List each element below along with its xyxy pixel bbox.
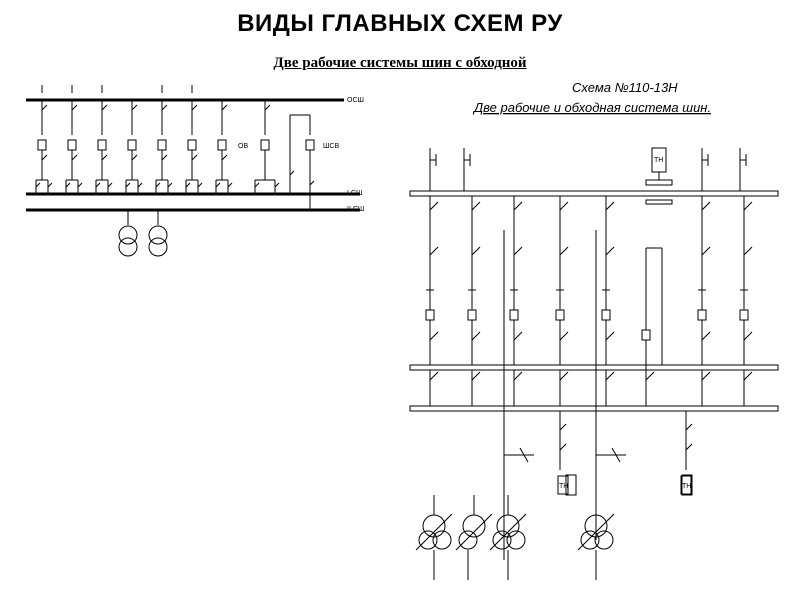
feeder-cell: [65, 85, 83, 194]
feeder-cells: [35, 85, 315, 210]
feeder-column: [503, 196, 523, 560]
lower-feeders: [504, 411, 693, 496]
bus-coupler-cell: [289, 114, 315, 210]
transformer-2: [455, 495, 493, 580]
slide-subtitle: Две рабочие системы шин с обходной: [273, 55, 527, 71]
working-bus-2: [409, 405, 779, 412]
voltage-transformer-right: ТН: [680, 475, 692, 495]
transformer-3: [489, 495, 527, 580]
bypass-breaker-cell: [254, 100, 280, 194]
bypass-breaker-label: ОВ: [238, 143, 248, 150]
feeder-cell: [125, 100, 143, 194]
transformer-right: [148, 210, 168, 257]
feeder-cell: [35, 85, 53, 194]
vt-label-left: ТН: [559, 483, 568, 490]
feeder-cell: [155, 85, 173, 194]
vt-label-right: ТН: [682, 483, 691, 490]
left-schematic: ОСШ I СШ II СШ ОВ ШСВ: [26, 85, 364, 257]
scheme-name: Две рабочие и обходная система шин.: [472, 100, 711, 115]
bypass-breaker-column: [641, 247, 663, 406]
slide-title: ВИДЫ ГЛАВНЫХ СХЕМ РУ: [237, 10, 563, 37]
bus-coupler-label: ШСВ: [323, 143, 339, 150]
right-schematic: Схема №110-13Н Две рабочие и обходная си…: [409, 80, 779, 580]
bus-2-label: II СШ: [347, 206, 364, 213]
feeder-column: [739, 196, 753, 406]
top-terminals: [429, 148, 747, 192]
feeder-column: [595, 196, 615, 540]
working-bus-1: [409, 364, 779, 371]
feeder-cell: [185, 85, 203, 194]
voltage-transformer-left: ТН: [557, 475, 569, 495]
bypass-bus-segment: [645, 199, 673, 205]
vt-label-top: ТН: [654, 157, 663, 164]
feeder-cell: [215, 100, 233, 194]
power-transformers: [415, 495, 615, 580]
transformer-1: [415, 495, 453, 580]
bus-1-label: I СШ: [347, 190, 362, 197]
transformer-left: [118, 210, 138, 257]
transformer-4: [577, 495, 615, 580]
feeder-column: [697, 196, 711, 406]
feeder-columns: [425, 196, 753, 560]
feeder-column: [467, 196, 481, 406]
main-bus-top: [409, 190, 779, 197]
top-voltage-transformer: ТН: [645, 147, 673, 186]
feeder-column: [425, 196, 439, 406]
feeder-column: [555, 196, 569, 406]
bypass-bus-label: ОСШ: [347, 97, 364, 104]
feeder-cell: [95, 85, 113, 194]
scheme-number: Схема №110-13Н: [572, 80, 678, 95]
